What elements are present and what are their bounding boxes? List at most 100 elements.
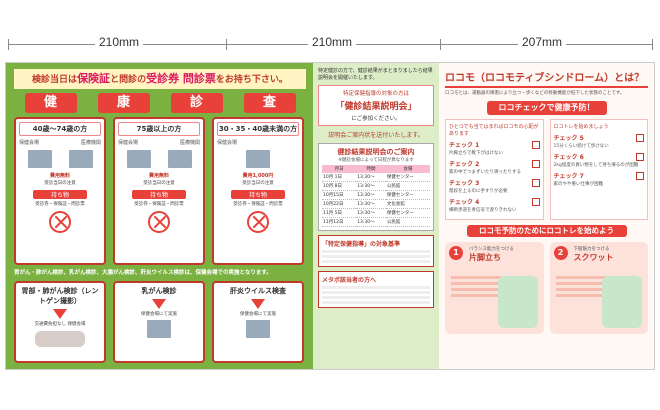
- checkbox[interactable]: [531, 197, 540, 206]
- training-subtitle: バランス能力をつける: [469, 247, 514, 252]
- kenshin-char: 健: [24, 93, 77, 113]
- dimension-tick: [8, 39, 9, 50]
- callout-title: 「健診結果説明会」: [335, 102, 417, 112]
- training-name: スクワット: [573, 253, 614, 262]
- schedule-cell: 保健センター: [385, 173, 430, 182]
- checkup-title: 検診当日は保険証と問診の受診券 問診票をお持ち下さい。: [14, 69, 306, 89]
- schedule-cell: 13:30～: [356, 199, 386, 209]
- person-illustration: [602, 276, 642, 328]
- check-item: チェック 2: [449, 159, 540, 168]
- checkbox[interactable]: [636, 133, 644, 142]
- title-text: と問診の: [110, 75, 147, 85]
- venue-label: 保健会場: [19, 140, 40, 146]
- column-head: 30・35・40歳未満の方: [217, 122, 299, 136]
- cancer-box-hepatitis: 肝炎ウイルス検査 保健会場にて実施: [212, 281, 304, 363]
- venue-label: 保健会場: [118, 140, 139, 146]
- check-text: 家の中でつまずいたり滑ったりする: [449, 170, 521, 175]
- column-note: 受診当日の注意: [44, 181, 76, 186]
- panel-locomo: ロコモ（ロコモティブシンドローム）とは？ ロコモとは、運動器の障害により立つ・歩…: [439, 63, 654, 369]
- criteria-heading: 「特定保健指導」の対象基準: [322, 241, 401, 248]
- cancer-box-breast: 乳がん検診 保健会場にて実施: [113, 281, 205, 363]
- title-highlight: 受診券 問診票: [146, 72, 216, 85]
- building-icon: [246, 320, 270, 338]
- belongings-tag: 持ち物: [132, 190, 186, 199]
- kenshin-char: 康: [97, 93, 150, 113]
- check-label: チェック 1: [449, 142, 480, 149]
- building-icon: [126, 150, 151, 168]
- checkbox[interactable]: [636, 152, 644, 161]
- building-icon: [246, 150, 270, 168]
- kenshin-char: 診: [170, 93, 223, 113]
- column-note: 受診当日の注意: [242, 181, 274, 186]
- check-label: チェック 5: [553, 135, 584, 142]
- checkbox[interactable]: [531, 159, 540, 168]
- people-illustration: [35, 331, 85, 347]
- arrow-down-icon: [251, 299, 265, 309]
- callout-lead: 特定保健指導の対象の方は: [342, 91, 409, 97]
- dimension-label-panel2: 210mm: [308, 35, 357, 49]
- column-head: 75歳以上の方: [118, 122, 200, 136]
- locomo-title: ロコモ（ロコモティブシンドローム）とは？: [445, 69, 648, 88]
- schedule-cell: 10月 8日: [322, 181, 357, 191]
- check-text: 15分くらい続けて歩けない: [553, 144, 609, 149]
- locotre-banner: ロコモ予防のためにロコトレを始めよう: [466, 225, 627, 237]
- check-label: チェック 3: [449, 180, 480, 187]
- kenshin-heading: 健 康 診 査: [14, 93, 306, 113]
- schedule-cell: 文化会館: [385, 199, 430, 209]
- belongings-items: 受診券・保険証・問診票: [134, 202, 184, 207]
- kenshin-char: 査: [243, 93, 296, 113]
- check-label: チェック 7: [553, 173, 584, 180]
- training-one-leg-stand: 1 バランス能力をつける 片脚立ち: [445, 242, 544, 334]
- check-label: チェック 2: [449, 161, 480, 168]
- check-text: 階段を上るのに手すりが必要: [449, 189, 508, 194]
- cancer-head: 胃部・肺がん検診（レントゲン撮影）: [21, 287, 99, 305]
- checkbox[interactable]: [636, 171, 644, 180]
- hospital-icon: [68, 150, 93, 168]
- cross-icon: [247, 211, 269, 233]
- checkbox[interactable]: [531, 178, 540, 187]
- fee-label: 費用無料: [49, 173, 70, 179]
- training-number: 1: [449, 246, 463, 260]
- cancer-text: 保健会場にて実施: [240, 312, 276, 317]
- title-text: をお持ち下さい。: [215, 75, 288, 85]
- training-squat: 2 下肢筋力をつける スクワット: [549, 242, 648, 334]
- check-item: チェック 6: [553, 152, 644, 161]
- cancer-head: 乳がん検診: [141, 287, 177, 295]
- schedule-cell: 11月 5日: [322, 208, 357, 218]
- check-text: 片脚立ちで靴下がはけない: [449, 151, 503, 156]
- arrow-down-icon: [53, 309, 67, 319]
- dimension-tick: [652, 39, 653, 50]
- arrow-down-icon: [152, 299, 166, 309]
- building-icon: [147, 320, 171, 338]
- column-head: 40歳～74歳の方: [19, 122, 101, 136]
- training-number: 2: [553, 246, 568, 260]
- column-note: 受診当日の注意: [143, 181, 175, 186]
- cross-icon: [49, 211, 71, 233]
- schedule-cell: 13:30～: [356, 208, 386, 218]
- checkbox[interactable]: [531, 140, 540, 149]
- check-item: チェック 5: [553, 133, 644, 142]
- schedule-subtitle: ※健診会場によって日程が異なります: [338, 158, 414, 163]
- age-column-30-40: 30・35・40歳未満の方 保健会場 費用1,000円 受診当日の注意 持ち物 …: [212, 117, 304, 265]
- training-description: [555, 276, 606, 300]
- hospital-icon: [167, 150, 192, 168]
- criteria-block: 「特定保健指導」の対象基準: [318, 235, 434, 267]
- age-column-75plus: 75歳以上の方 保健会場医療機関 費用無料 受診当日の注意 持ち物 受診券・保険…: [113, 117, 205, 265]
- locomo-intro: ロコモとは、運動器の障害により立つ・歩くなどの移動機能が低下した状態のことです。: [445, 91, 625, 96]
- check-item: チェック 4: [449, 197, 540, 206]
- briefing-callout: 特定保健指導の対象の方は 「健診結果説明会」 にご参加ください。: [318, 85, 434, 126]
- cancer-text: 保健会場にて実施: [141, 312, 177, 317]
- fee-label: 費用1,000円: [242, 173, 274, 179]
- title-highlight: 保険証: [77, 72, 111, 85]
- schedule-header: 会場: [385, 165, 430, 173]
- dimension-label-panel1: 210mm: [95, 35, 144, 49]
- briefing-intro: 特定健診の方で、健診結果がまとまりましたら結果説明会を開催いたします。: [318, 68, 433, 81]
- check-label: チェック 6: [553, 154, 584, 161]
- cancer-text: 交通費負担なし 保健会場: [34, 322, 86, 327]
- schedule-cell: 公民館: [385, 181, 430, 191]
- schedule-cell: 11月12日: [322, 217, 357, 227]
